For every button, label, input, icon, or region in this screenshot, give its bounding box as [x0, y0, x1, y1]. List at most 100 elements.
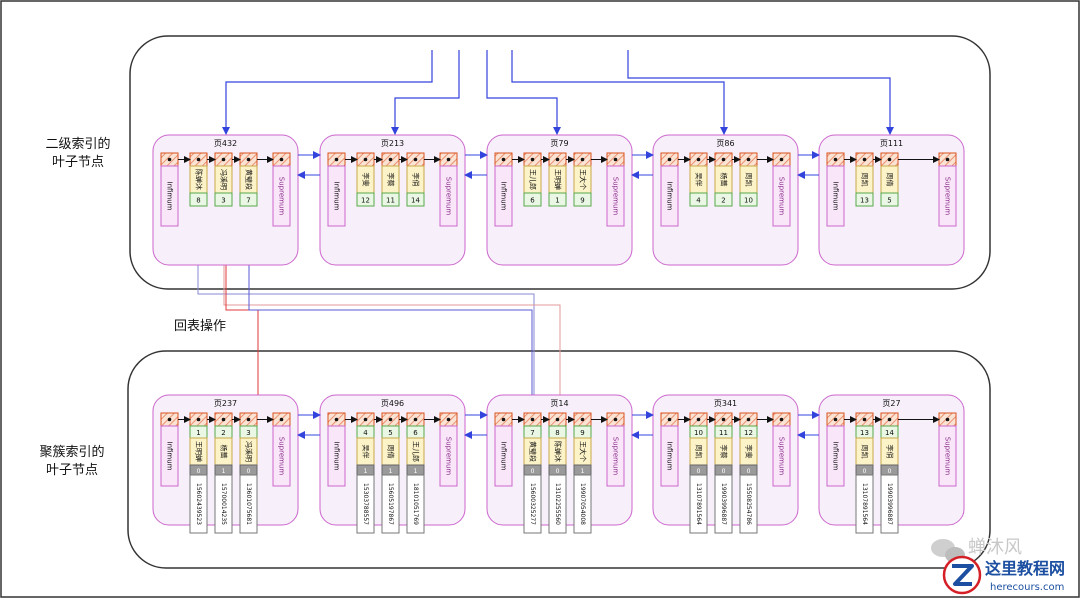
record-id: 9 — [580, 429, 584, 437]
supremum-pointer-cell-pointer — [945, 157, 950, 162]
secondary-page-title: 页432 — [214, 139, 237, 148]
infimum-label: Infimum — [666, 182, 674, 211]
secondary-record: 李俏 14 — [406, 152, 425, 207]
record-pointer-cell-pointer — [721, 417, 726, 422]
supremum-label: Supremum — [445, 177, 453, 216]
record-id: 12 — [361, 197, 370, 205]
record-pointer-cell — [214, 412, 233, 427]
record-phone: 15605197867 — [387, 483, 394, 525]
record-pointer-cell — [739, 412, 758, 427]
id-cell — [739, 192, 758, 207]
record-pointer-cell — [714, 412, 733, 427]
record-phone: 15303788557 — [362, 483, 369, 525]
id-cell — [689, 192, 708, 207]
record-id: 14 — [411, 197, 420, 205]
id-cell — [714, 192, 733, 207]
infimum-pointer-cell-pointer — [334, 417, 339, 422]
record-name: 王儿郎 — [412, 441, 421, 462]
supremum-label: Supremum — [278, 177, 286, 216]
record-pointer-cell-pointer — [196, 157, 201, 162]
infimum-box — [494, 165, 513, 227]
record-id: 9 — [580, 197, 584, 205]
record-gender: 0 — [556, 468, 560, 475]
infimum-pointer-cell — [826, 152, 845, 167]
secondary-record: 吴伴4 — [689, 152, 708, 207]
supremum-pointer-cell-pointer — [613, 157, 618, 162]
record-id: 1 — [196, 429, 200, 437]
supremum-pointer-cell — [439, 412, 458, 427]
infimum-pointer-cell-pointer — [167, 417, 172, 422]
phone-cell — [714, 474, 733, 534]
record-phone: 19907054008 — [579, 483, 586, 525]
record-pointer-cell — [855, 152, 874, 167]
record-pointer-cell-pointer — [246, 417, 251, 422]
record-pointer-cell — [548, 412, 567, 427]
record-name: 吴伴 — [695, 173, 704, 187]
record-id: 2 — [721, 197, 725, 205]
record-name: 周凯 — [695, 445, 704, 459]
secondary-record: 杨蔷2 — [714, 152, 733, 207]
infimum-pointer-cell — [160, 152, 179, 167]
record-name: 李俏 — [412, 173, 421, 187]
phone-cell — [689, 474, 708, 534]
record-pointer-cell — [381, 412, 400, 427]
record-pointer-cell-pointer — [530, 157, 535, 162]
record-gender: 0 — [531, 468, 535, 475]
secondary-page-title: 页86 — [716, 139, 734, 148]
infimum-pointer-cell — [327, 412, 346, 427]
record-pointer-cell-pointer — [221, 157, 226, 162]
clustered-page-title: 页237 — [214, 399, 237, 408]
phone-cell — [214, 474, 233, 534]
clustered-page-title: 页496 — [381, 399, 404, 408]
record-id: 4 — [363, 429, 368, 437]
id-cell — [189, 192, 208, 207]
record-gender: 1 — [389, 468, 393, 475]
record-name: 周凯 — [745, 173, 754, 187]
record-pointer-cell — [573, 412, 592, 427]
supremum-pointer-cell — [938, 412, 957, 427]
record-id: 13 — [860, 429, 869, 437]
supremum-pointer-cell-pointer — [779, 157, 784, 162]
record-id: 1 — [555, 197, 559, 205]
record-pointer-cell — [573, 152, 592, 167]
record-phone: 13601075681 — [245, 483, 252, 525]
supremum-box — [606, 425, 625, 487]
record-pointer-cell-pointer — [887, 417, 892, 422]
supremum-pointer-cell-pointer — [945, 417, 950, 422]
record-name: 李斐 — [362, 173, 371, 187]
supremum-label: Supremum — [278, 437, 286, 476]
supremum-pointer-cell — [606, 152, 625, 167]
record-pointer-cell — [356, 152, 375, 167]
infimum-pointer-cell-pointer — [501, 157, 506, 162]
clustered-leaf-level-panel — [127, 350, 991, 569]
record-id: 8 — [196, 197, 200, 205]
phone-cell — [739, 474, 758, 534]
infimum-label: Infimum — [500, 182, 508, 211]
infimum-box — [826, 165, 845, 227]
record-pointer-cell — [189, 152, 208, 167]
id-cell — [548, 192, 567, 207]
record-name: 李蔡 — [720, 445, 729, 459]
record-gender: 0 — [747, 468, 751, 475]
record-name: 王大个 — [579, 441, 588, 462]
secondary-record: 李斐 12 — [356, 152, 375, 207]
site-logo-icon — [942, 555, 982, 595]
record-id: 5 — [388, 429, 392, 437]
record-pointer-cell — [381, 152, 400, 167]
id-cell — [406, 192, 425, 207]
clustered-page-title: 页27 — [882, 399, 900, 408]
infimum-box — [327, 165, 346, 227]
record-pointer-cell-pointer — [221, 417, 226, 422]
supremum-pointer-cell-pointer — [446, 417, 451, 422]
secondary-leaf-level-panel — [129, 35, 991, 290]
id-cell — [214, 192, 233, 207]
